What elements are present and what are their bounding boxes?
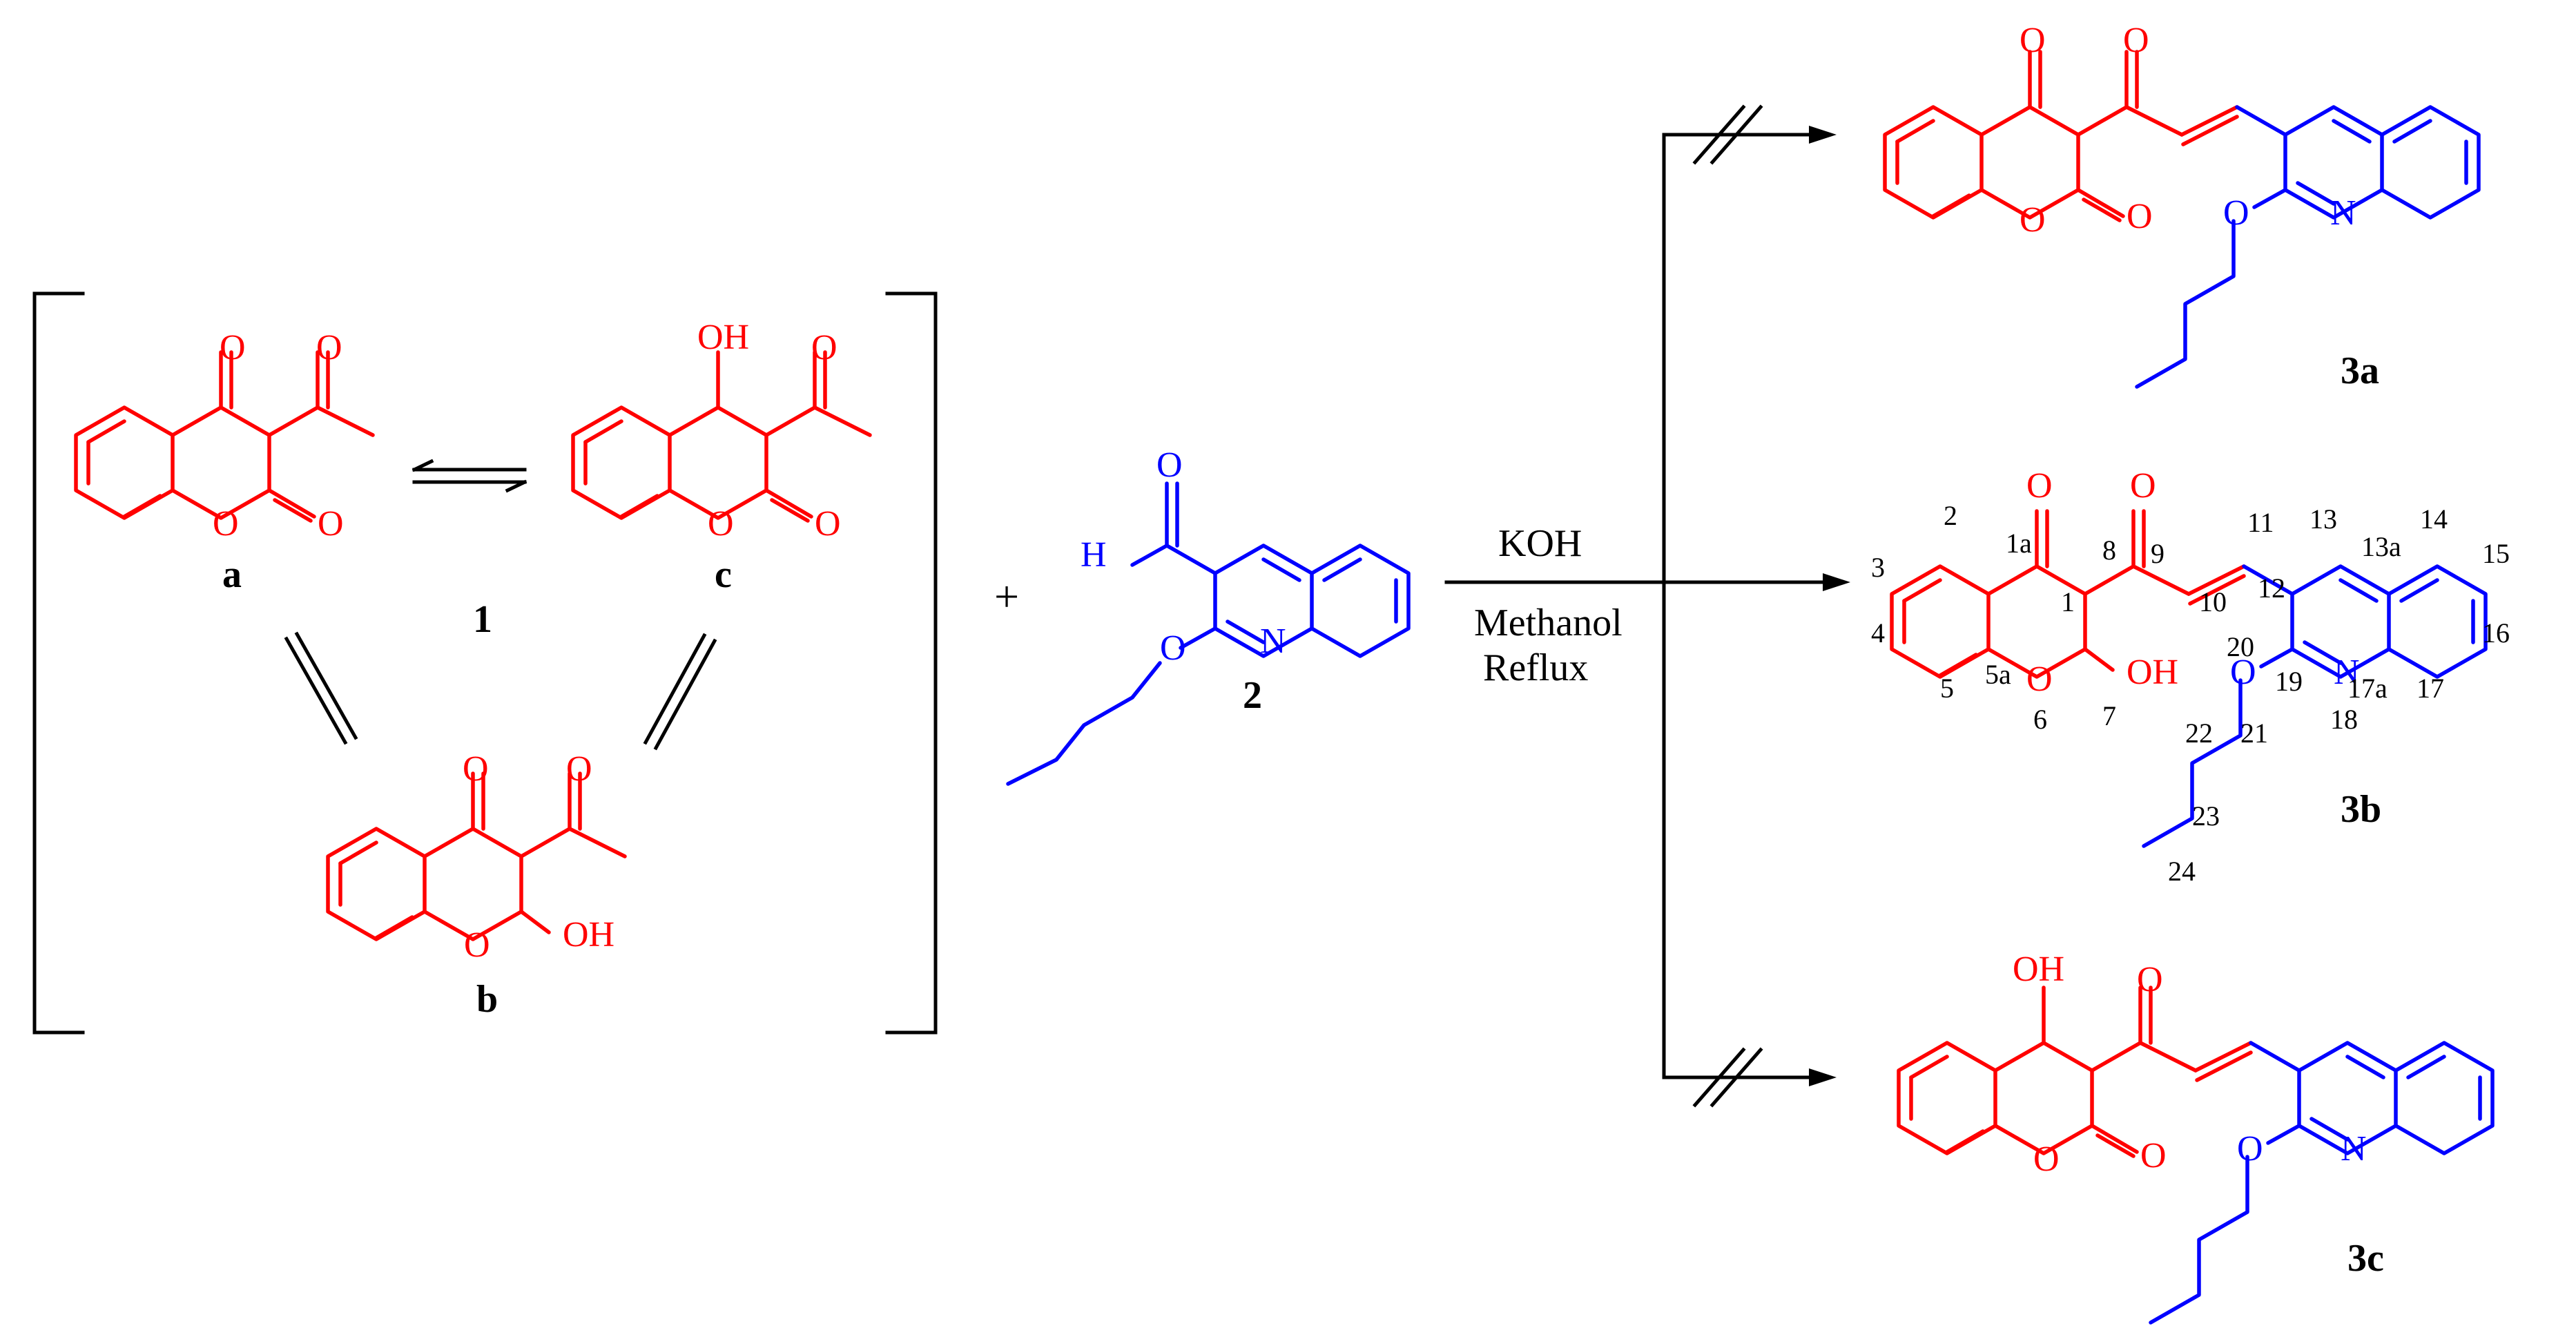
atom-n: N [1260, 622, 1286, 661]
reaction-arrow [1444, 104, 1850, 1108]
atom-number: 9 [2151, 538, 2165, 569]
equilibrium-arrow-ab [284, 631, 358, 745]
tautomer-a [76, 350, 375, 523]
label-3a: 3a [2341, 349, 2379, 392]
atom-number: 17 [2417, 673, 2444, 704]
atom-number: 8 [2102, 535, 2116, 566]
atom-n: N [2330, 193, 2356, 233]
condition-reagent: KOH [1498, 522, 1582, 565]
atom-h: H [1081, 535, 1107, 575]
atom-o: O [2123, 21, 2149, 60]
atom-numbering: 1 1a 2 3 4 5 5a 6 7 8 9 10 11 12 13 13a … [1871, 500, 2510, 887]
atom-number: 20 [2227, 631, 2254, 662]
atom-number: 2 [1944, 500, 1957, 531]
atom-o: O [213, 504, 239, 544]
atom-number: 14 [2420, 503, 2448, 535]
atom-oh: OH [563, 915, 614, 954]
atom-number: 18 [2330, 704, 2358, 735]
label-c: c [715, 553, 732, 596]
atom-number: 21 [2240, 718, 2268, 749]
label-3b: 3b [2341, 788, 2381, 831]
atom-o: O [464, 925, 490, 965]
label-1: 1 [473, 598, 492, 641]
atom-number: 15 [2482, 538, 2510, 569]
atom-o: O [318, 504, 344, 544]
atom-number: 3 [1871, 552, 1885, 583]
atom-number: 13 [2309, 503, 2337, 535]
atom-number: 1 [2061, 586, 2075, 617]
atom-number: 13a [2361, 531, 2401, 562]
atom-number: 10 [2199, 586, 2227, 617]
label-b: b [476, 978, 498, 1021]
atom-o: O [316, 328, 342, 367]
atom-oh: OH [2013, 950, 2064, 989]
equilibrium-arrow-ac [411, 459, 527, 493]
atom-number: 23 [2192, 800, 2220, 832]
plus-sign: + [994, 572, 1019, 621]
atom-o: O [1156, 445, 1183, 485]
atom-number: 11 [2247, 507, 2274, 538]
atom-n: N [2341, 1129, 2367, 1169]
atom-o: O [815, 504, 841, 544]
equilibrium-arrow-cb [643, 633, 717, 751]
atom-number: 12 [2258, 573, 2285, 604]
atom-o: O [220, 328, 246, 367]
atom-number: 5a [1985, 659, 2011, 690]
label-a: a [222, 553, 242, 596]
atom-o: O [811, 328, 837, 367]
atom-number: 19 [2275, 666, 2303, 697]
atom-n: N [2334, 653, 2360, 692]
label-3c: 3c [2347, 1237, 2384, 1280]
atom-o: O [2033, 1140, 2060, 1179]
atom-o: O [2127, 197, 2153, 236]
product-3c-quinoline [2149, 1041, 2492, 1325]
atom-o: O [566, 749, 592, 789]
atom-o: O [1160, 628, 1186, 668]
product-3b-quinoline [2142, 564, 2486, 848]
atom-o: O [2020, 200, 2046, 240]
atom-o: O [2237, 1129, 2263, 1169]
atom-o: O [2026, 466, 2053, 506]
atom-number: 5 [1940, 673, 1954, 704]
atom-o: O [463, 749, 489, 789]
label-2: 2 [1243, 674, 1262, 717]
atom-o: O [2130, 466, 2156, 506]
compound-2 [1006, 481, 1408, 786]
tautomer-bracket [32, 291, 938, 1035]
tautomer-c [573, 350, 872, 523]
atom-o: O [2020, 21, 2046, 60]
atom-number: 22 [2185, 718, 2213, 749]
condition-solvent: Methanol [1474, 602, 1623, 644]
atom-oh: OH [697, 318, 749, 357]
atom-o: O [2230, 653, 2256, 692]
atom-o: O [2137, 960, 2163, 999]
atom-number: 1a [2006, 528, 2032, 559]
product-3b [1892, 509, 2246, 677]
atom-o: O [2140, 1136, 2167, 1175]
atom-oh: OH [2127, 653, 2178, 692]
atom-o: O [2223, 193, 2249, 233]
atom-number: 6 [2033, 704, 2047, 735]
atom-number: 24 [2168, 856, 2196, 887]
atom-number: 16 [2482, 617, 2510, 648]
atom-o: O [708, 504, 734, 544]
atom-number: 4 [1871, 617, 1885, 648]
atom-number: 17a [2347, 673, 2388, 704]
atom-o: O [2026, 660, 2053, 699]
product-3c [1899, 986, 2253, 1158]
product-3a [1885, 50, 2239, 222]
atom-number: 7 [2102, 700, 2116, 731]
condition-temperature: Reflux [1483, 646, 1588, 689]
tautomer-b [328, 771, 627, 939]
product-3a-quinoline [2135, 105, 2479, 389]
